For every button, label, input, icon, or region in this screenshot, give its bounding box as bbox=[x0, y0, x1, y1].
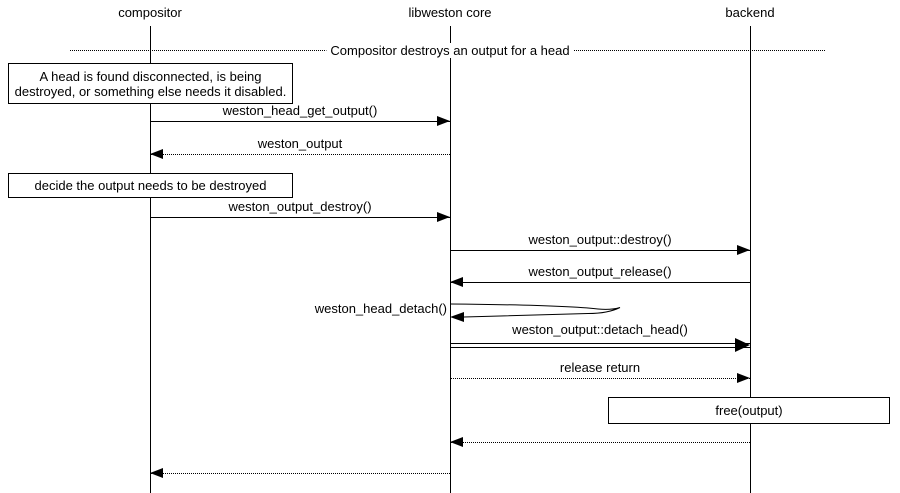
note-free-output: free(output) bbox=[608, 397, 890, 424]
arrowhead-left-icon bbox=[150, 149, 163, 159]
message-line bbox=[150, 121, 450, 122]
actor-backend: backend bbox=[725, 5, 775, 20]
lifeline-compositor bbox=[150, 26, 151, 493]
note-text: A head is found disconnected, is being d… bbox=[14, 68, 287, 99]
arrowhead-right-icon bbox=[437, 116, 450, 126]
message-line bbox=[450, 250, 750, 251]
message-label: weston_output_destroy() bbox=[228, 199, 372, 214]
self-call-loop-icon bbox=[450, 303, 621, 322]
message-label: weston_output bbox=[257, 136, 343, 151]
message-weston-head-detach-label: weston_head_detach() bbox=[314, 301, 447, 316]
note-text: free(output) bbox=[715, 403, 783, 418]
message-line bbox=[450, 347, 750, 348]
message-label: weston_output::destroy() bbox=[528, 232, 672, 247]
arrowhead-right-icon bbox=[437, 212, 450, 222]
arrowhead-right-icon bbox=[737, 245, 750, 255]
arrowhead-left-icon bbox=[450, 437, 463, 447]
note-text: decide the output needs to be destroyed bbox=[34, 178, 267, 193]
message-line bbox=[150, 473, 450, 474]
note-decide-destroy: decide the output needs to be destroyed bbox=[8, 173, 293, 198]
message-line bbox=[150, 154, 450, 155]
message-line bbox=[450, 343, 750, 344]
actor-libweston-core: libweston core bbox=[408, 5, 492, 20]
message-line bbox=[150, 217, 450, 218]
arrowhead-right-icon bbox=[735, 338, 750, 352]
note-head-disconnected: A head is found disconnected, is being d… bbox=[8, 63, 293, 104]
arrowhead-left-icon bbox=[150, 468, 163, 478]
message-line bbox=[450, 442, 750, 443]
actor-compositor: compositor bbox=[118, 5, 182, 20]
message-line bbox=[450, 282, 750, 283]
message-label: release return bbox=[559, 360, 641, 375]
message-line bbox=[450, 378, 750, 379]
section-divider-label: Compositor destroys an output for a head bbox=[326, 43, 574, 58]
message-label: weston_head_get_output() bbox=[222, 103, 378, 118]
message-label: weston_output::detach_head() bbox=[512, 322, 688, 337]
arrowhead-right-icon bbox=[737, 373, 750, 383]
lifeline-backend bbox=[750, 26, 751, 493]
lifeline-libweston-core bbox=[450, 26, 451, 493]
arrowhead-left-icon bbox=[450, 277, 463, 287]
message-label: weston_output_release() bbox=[528, 264, 672, 279]
